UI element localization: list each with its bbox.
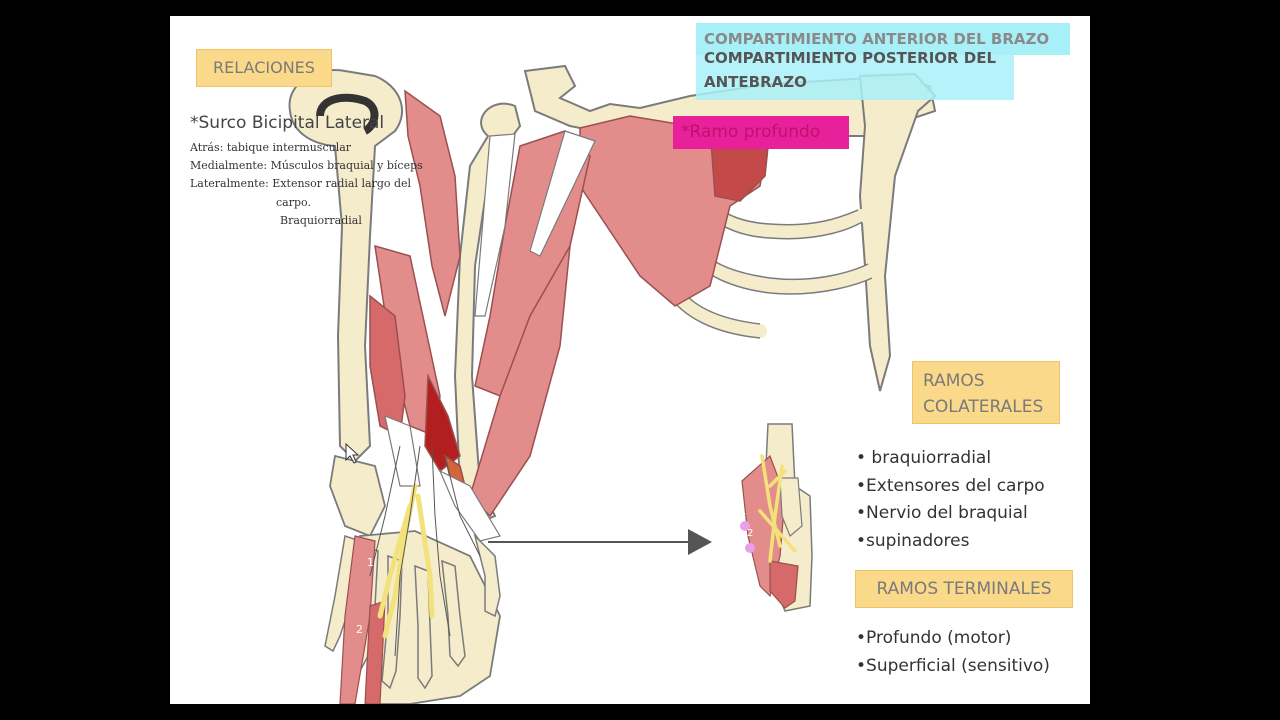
colaterales-list: • braquiorradial •Extensores del carpo •… [856, 445, 1045, 555]
inset-label-one: 1 [740, 506, 746, 517]
colateral-item: •supinadores [856, 530, 970, 551]
comp-posterior-line-1: COMPARTIMIENTO POSTERIOR DEL [704, 49, 997, 67]
colateral-item: •Extensores del carpo [856, 475, 1045, 496]
mouse-cursor [345, 442, 360, 464]
tendon-lines [369, 445, 481, 657]
colateral-item: •Nervio del braquial [856, 503, 1028, 523]
lateralmente-text: Lateralmente: Extensor radial largo del [190, 177, 412, 190]
surco-heading: *Surco Bicipital Lateral [190, 113, 385, 133]
arm-anatomy-illustration: 1 2 1 2 [288, 64, 937, 704]
ramos-terminales-box: RAMOS TERMINALES [855, 570, 1073, 608]
label-two: 2 [356, 623, 363, 636]
pointer-arrow [488, 529, 712, 555]
white-tendons [384, 130, 596, 542]
comp-posterior-line-2: ANTEBRAZO [704, 73, 807, 91]
ramos-colaterales-line-1: RAMOS [923, 371, 985, 391]
humeral-head-outline [316, 93, 379, 135]
comp-posterior-label: COMPARTIMIENTO POSTERIOR DEL ANTEBRAZO [696, 46, 1014, 100]
inset-label-two: 2 [747, 528, 753, 539]
carpo-text: carpo. [276, 196, 311, 209]
ramos-colaterales-line-2: COLATERALES [923, 397, 1044, 417]
inset-forearm-figure: 1 2 [740, 423, 813, 612]
relaciones-box: RELACIONES [196, 49, 332, 87]
terminales-list: •Profundo (motor) •Superficial (sensitiv… [856, 625, 1050, 680]
label-one: 1 [367, 556, 374, 569]
ramos-colaterales-box: RAMOS COLATERALES [912, 361, 1060, 424]
ramo-profundo-label: *Ramo profundo [673, 116, 849, 149]
terminal-item: •Profundo (motor) [856, 628, 1012, 648]
braquiorradial-text: Braquiorradial [280, 214, 362, 227]
hand-muscles [339, 535, 386, 704]
terminal-item: •Superficial (sensitivo) [856, 655, 1050, 676]
nerve-branches [377, 483, 435, 639]
medialmente-text: Medialmente: Músculos braquial y bíceps [190, 159, 423, 172]
colateral-item: • braquiorradial [856, 448, 992, 468]
slide: 1 2 1 2 RELACIONES *Surco Bic [170, 16, 1090, 704]
atras-text: Atrás: tabique intermuscular [190, 141, 352, 154]
